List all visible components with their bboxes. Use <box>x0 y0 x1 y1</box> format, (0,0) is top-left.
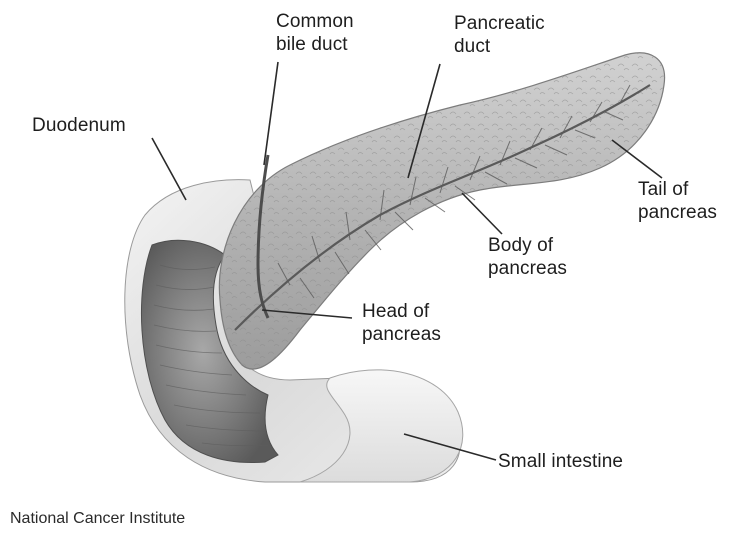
credit-text: National Cancer Institute <box>10 510 185 528</box>
label-common-bile-duct: Common bile duct <box>276 10 354 56</box>
label-duodenum: Duodenum <box>32 114 126 137</box>
label-body-of-pancreas: Body of pancreas <box>488 234 567 280</box>
label-small-intestine: Small intestine <box>498 450 623 473</box>
label-tail-of-pancreas: Tail of pancreas <box>638 178 717 224</box>
label-head-of-pancreas: Head of pancreas <box>362 300 441 346</box>
label-pancreatic-duct: Pancreatic duct <box>454 12 545 58</box>
